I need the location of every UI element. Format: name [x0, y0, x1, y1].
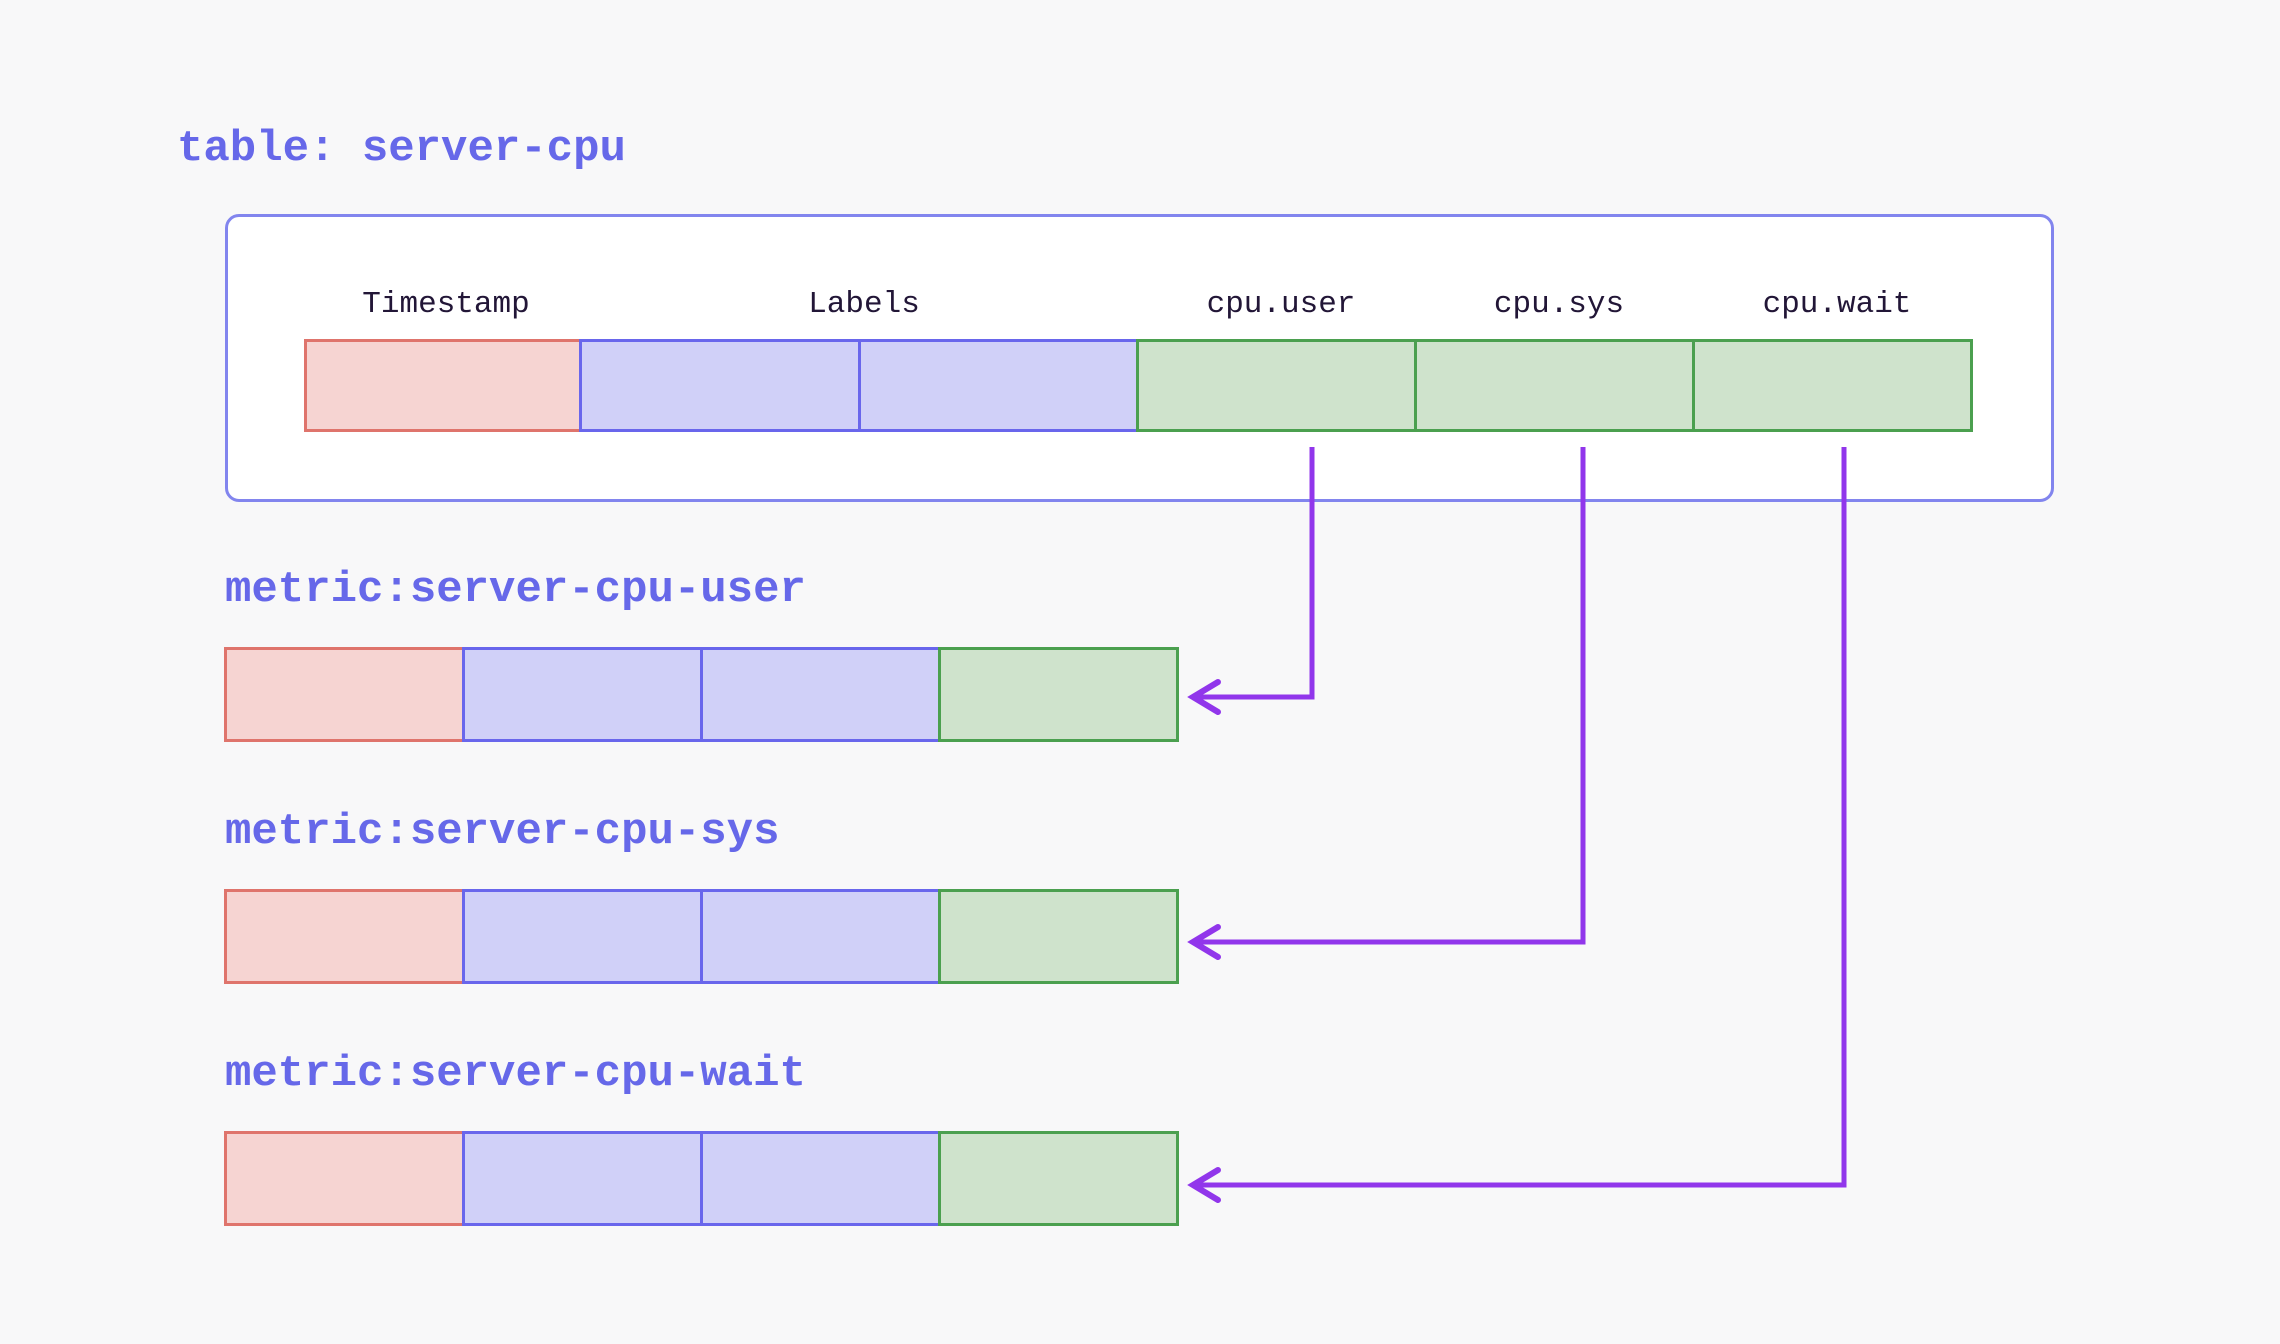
- metric-timestamp-cell: [224, 889, 465, 984]
- table-cpu-sys-cell: [1414, 339, 1695, 432]
- metric-row-cpu-sys: [224, 889, 1179, 984]
- arrow-cpu-wait: [1187, 447, 1847, 1203]
- metric-label-cell: [462, 1131, 703, 1226]
- table-timestamp-cell: [304, 339, 582, 432]
- metric-value-cell: [938, 1131, 1179, 1226]
- metric-label-cell: [462, 647, 703, 742]
- metric-value-cell: [938, 647, 1179, 742]
- table-container: Timestamp Labels cpu.user cpu.sys cpu.wa…: [225, 214, 2054, 502]
- metric-timestamp-cell: [224, 647, 465, 742]
- metric-label-cpu-sys: metric:server-cpu-sys: [225, 807, 780, 857]
- table-labels-cell: [858, 339, 1139, 432]
- table-cpu-user-cell: [1136, 339, 1417, 432]
- column-header-labels: Labels: [808, 287, 920, 322]
- metric-label-cell: [700, 1131, 941, 1226]
- metric-label-cpu-wait: metric:server-cpu-wait: [225, 1049, 806, 1099]
- metric-label-cell: [700, 889, 941, 984]
- table-title: table: server-cpu: [177, 124, 626, 174]
- metric-timestamp-cell: [224, 1131, 465, 1226]
- column-header-cpu-sys: cpu.sys: [1493, 287, 1625, 322]
- metric-label-cell: [462, 889, 703, 984]
- table-labels-cell: [579, 339, 861, 432]
- table-cpu-wait-cell: [1692, 339, 1973, 432]
- metric-value-cell: [938, 889, 1179, 984]
- metric-row-cpu-wait: [224, 1131, 1179, 1226]
- metric-row-cpu-user: [224, 647, 1179, 742]
- metric-label-cpu-user: metric:server-cpu-user: [225, 565, 806, 615]
- arrow-cpu-sys: [1187, 447, 1586, 960]
- column-header-cpu-user: cpu.user: [1206, 287, 1356, 322]
- column-header-timestamp: Timestamp: [362, 287, 530, 322]
- metric-label-cell: [700, 647, 941, 742]
- column-header-cpu-wait: cpu.wait: [1762, 287, 1912, 322]
